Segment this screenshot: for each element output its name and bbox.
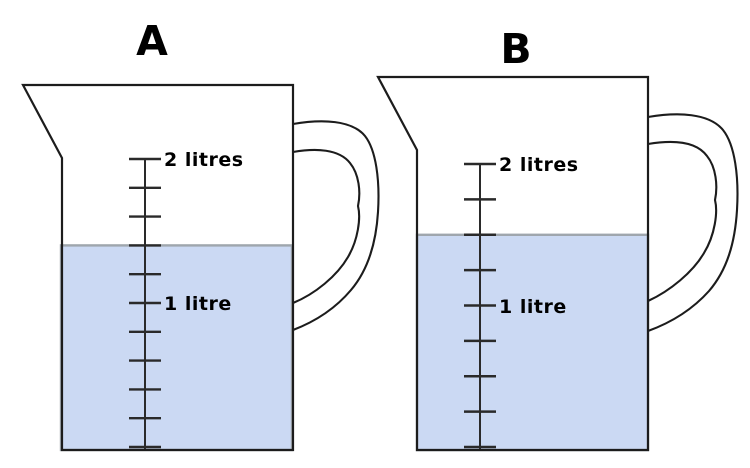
- jug-a: A 2 litres 1 litre: [21, 17, 380, 452]
- jug-b-liquid: [415, 233, 650, 452]
- jug-b: B 2 litres 1 litre: [376, 25, 739, 452]
- jug-b-scale-label-2-litres: 2 litres: [499, 154, 579, 176]
- jug-b-scale: 2 litres 1 litre: [464, 154, 579, 449]
- jug-b-scale-ticks: [464, 162, 496, 449]
- jug-b-scale-label-1-litre: 1 litre: [499, 296, 567, 318]
- jug-a-scale: 2 litres 1 litre: [129, 149, 244, 449]
- jug-a-handle-outer: [292, 120, 380, 331]
- jug-a-handle-inner: [292, 148, 361, 304]
- jug-b-outline: [376, 75, 650, 452]
- jug-a-liquid: [59, 244, 294, 452]
- jug-a-scale-label-1-litre: 1 litre: [164, 293, 232, 315]
- jug-a-outline: [21, 83, 295, 452]
- jug-b-label: B: [500, 25, 531, 73]
- jug-a-scale-ticks: [129, 157, 161, 449]
- jug-b-handle-outer: [647, 113, 739, 332]
- jug-a-scale-label-2-litres: 2 litres: [164, 149, 244, 171]
- jug-b-handle-inner: [647, 140, 718, 302]
- jug-a-label: A: [136, 17, 168, 65]
